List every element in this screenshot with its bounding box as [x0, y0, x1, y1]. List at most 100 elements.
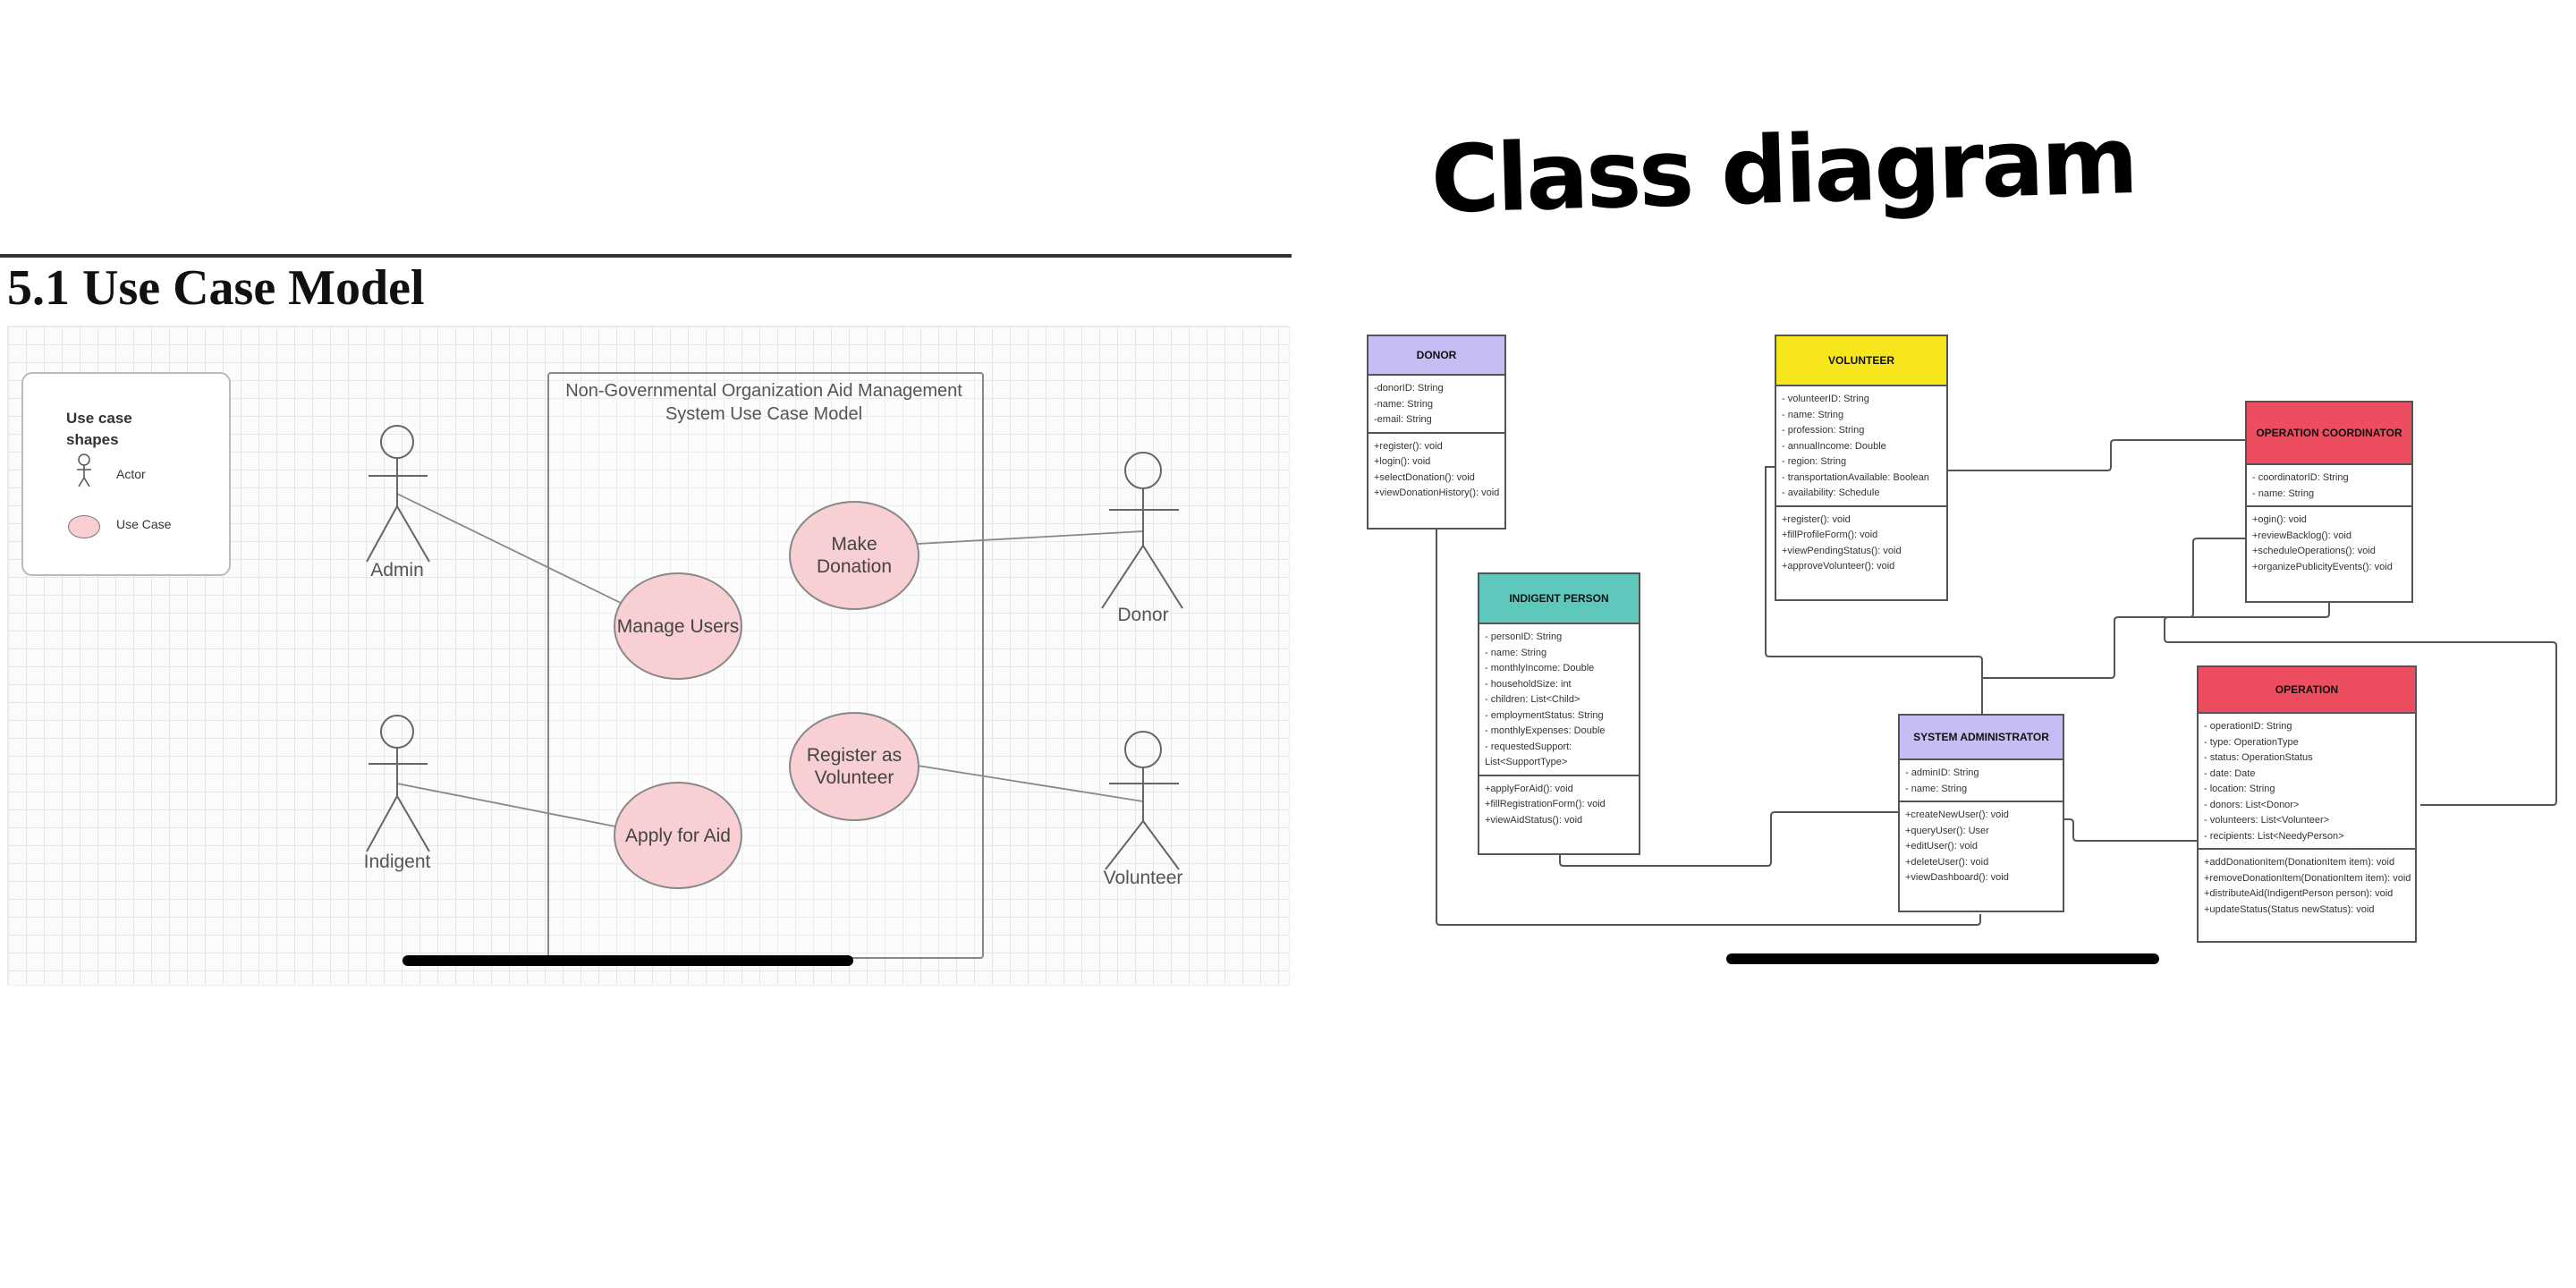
class-donor-header: DONOR [1368, 336, 1504, 376]
attribute: - children: List<Child> [1485, 694, 1580, 705]
usecase-manage-users-label: Manage Users [616, 615, 740, 637]
class-system-administrator-attributes: - adminID: String - name: String [1900, 760, 2063, 802]
operation: +fillRegistrationForm(): void [1485, 799, 1606, 809]
class-operation: OPERATION - operationID: String - type: … [2197, 665, 2417, 943]
actor-donor-label: Donor [1117, 605, 1169, 625]
attribute: - volunteers: List<Volunteer> [2204, 815, 2330, 826]
class-volunteer-operations: +register(): void +fillProfileForm(): vo… [1776, 507, 1946, 579]
attribute: - status: OperationStatus [2204, 752, 2313, 763]
class-operation-attributes: - operationID: String - type: OperationT… [2199, 714, 2415, 850]
attribute: - recipients: List<NeedyPerson> [2204, 830, 2344, 842]
attribute: - name: String [1485, 647, 1547, 658]
legend-card: Use case shapes Actor Use Case [21, 372, 231, 576]
usecase-register-volunteer-label: Register as Volunteer [806, 745, 902, 788]
class-indigent-person: INDIGENT PERSON - personID: String - nam… [1478, 572, 1640, 855]
operation: +login(): void [1374, 456, 1431, 467]
attribute: - householdSize: int [1485, 678, 1572, 690]
attribute: - volunteerID: String [1782, 394, 1869, 404]
legend-usecase-label: Use Case [116, 517, 172, 531]
legend-actor-icon [77, 453, 91, 487]
operation: +applyForAid(): void [1485, 783, 1573, 794]
class-system-administrator: SYSTEM ADMINISTRATOR - adminID: String -… [1898, 714, 2064, 912]
attribute: - coordinatorID: String [2252, 472, 2349, 483]
operation: +queryUser(): User [1905, 825, 1989, 836]
operation: +fillProfileForm(): void [1782, 530, 1878, 540]
attribute: List<SupportType> [1485, 757, 1568, 767]
attribute: - operationID: String [2204, 721, 2292, 732]
right-scrollbar[interactable] [1726, 953, 2159, 964]
attribute: - name: String [2252, 487, 2315, 499]
operation: +scheduleOperations(): void [2252, 546, 2376, 556]
class-donor-operations: +register(): void +login(): void +select… [1368, 434, 1504, 505]
operation: +deleteUser(): void [1905, 856, 1989, 868]
usecase-make-donation: Make Donation [789, 501, 919, 610]
usecase-manage-users: Manage Users [614, 572, 742, 680]
attribute: - personID: String [1485, 631, 1563, 642]
class-operation-coordinator-operations: +ogin(): void +reviewBacklog(): void +sc… [2247, 507, 2411, 579]
class-donor-attributes: -donorID: String -name: String -email: S… [1368, 376, 1504, 434]
legend-actor-label: Actor [116, 467, 146, 481]
operation: +removeDonationItem(DonationItem item): … [2204, 872, 2411, 884]
class-operation-header: OPERATION [2199, 667, 2415, 714]
attribute: - name: String [1782, 409, 1844, 420]
actor-donor-figure [1101, 452, 1183, 609]
attribute: -email: String [1374, 414, 1432, 425]
actor-indigent-label: Indigent [363, 852, 431, 872]
class-operation-coordinator-header: OPERATION COORDINATOR [2247, 402, 2411, 465]
actor-indigent-figure [366, 715, 430, 852]
attribute: - requestedSupport: [1485, 741, 1572, 752]
attribute: - adminID: String [1905, 767, 1979, 778]
class-volunteer: VOLUNTEER - volunteerID: String - name: … [1775, 335, 1948, 601]
class-operation-coordinator: OPERATION COORDINATOR - coordinatorID: S… [2245, 401, 2413, 603]
attribute: - transportationAvailable: Boolean [1782, 471, 1929, 483]
usecase-make-donation-label: Make Donation [816, 534, 893, 577]
class-operation-operations: +addDonationItem(DonationItem item): voi… [2199, 850, 2415, 921]
system-boundary [547, 372, 984, 959]
attribute: -name: String [1374, 398, 1434, 410]
attribute: - profession: String [1782, 425, 1865, 436]
attribute: - donors: List<Donor> [2204, 799, 2300, 810]
class-indigent-person-operations: +applyForAid(): void +fillRegistrationFo… [1479, 776, 1639, 833]
class-system-administrator-operations: +createNewUser(): void +queryUser(): Use… [1900, 802, 2063, 890]
left-scrollbar[interactable] [402, 955, 853, 966]
system-title: Non-Governmental Organization Aid Manage… [565, 381, 962, 424]
class-indigent-person-attributes: - personID: String - name: String - mont… [1479, 624, 1639, 776]
operation: +organizePublicityEvents(): void [2252, 561, 2393, 572]
operation: +register(): void [1374, 440, 1443, 452]
class-indigent-person-header: INDIGENT PERSON [1479, 574, 1639, 624]
operation: +updateStatus(Status newStatus): void [2204, 903, 2375, 915]
use-case-connectors [366, 425, 1183, 870]
section-divider [0, 254, 1292, 258]
attribute: -donorID: String [1374, 383, 1444, 394]
attribute: - annualIncome: Double [1782, 440, 1886, 452]
attribute: - employmentStatus: String [1485, 709, 1604, 721]
operation: +createNewUser(): void [1905, 809, 2009, 820]
operation: +viewDonationHistory(): void [1374, 487, 1500, 498]
operation: +register(): void [1782, 513, 1851, 525]
actor-volunteer-label: Volunteer [1103, 868, 1183, 888]
actor-volunteer-figure [1105, 731, 1180, 870]
attribute: - region: String [1782, 456, 1847, 467]
class-system-administrator-header: SYSTEM ADMINISTRATOR [1900, 716, 2063, 760]
attribute: - monthlyIncome: Double [1485, 663, 1595, 674]
attribute: - type: OperationType [2204, 736, 2299, 748]
actor-admin-label: Admin [370, 560, 424, 580]
attribute: - availability: Schedule [1782, 487, 1880, 498]
attribute: - name: String [1905, 783, 1968, 794]
operation: +addDonationItem(DonationItem item): voi… [2204, 857, 2395, 868]
operation: +selectDonation(): void [1374, 471, 1475, 483]
usecase-register-volunteer: Register as Volunteer [789, 712, 919, 821]
legend-usecase-icon [68, 515, 100, 538]
operation: +reviewBacklog(): void [2252, 530, 2351, 541]
class-volunteer-attributes: - volunteerID: String - name: String - p… [1776, 386, 1946, 507]
class-operation-coordinator-attributes: - coordinatorID: String - name: String [2247, 465, 2411, 507]
class-donor: DONOR -donorID: String -name: String -em… [1367, 335, 1506, 530]
operation: +viewAidStatus(): void [1485, 814, 1583, 826]
usecase-apply-for-aid-label: Apply for Aid [625, 825, 731, 846]
actor-admin-figure [366, 425, 430, 563]
legend-title: Use case shapes [66, 410, 132, 448]
section-heading: 5.1 Use Case Model [7, 260, 425, 316]
operation: +editUser(): void [1905, 841, 1979, 852]
attribute: - date: Date [2204, 767, 2256, 779]
